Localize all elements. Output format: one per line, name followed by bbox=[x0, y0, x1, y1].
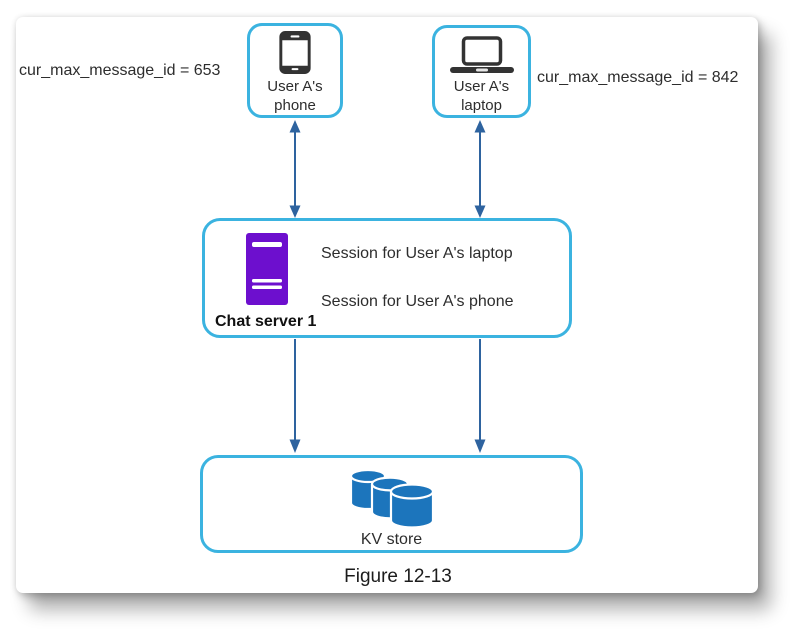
arrow-phone-chat-server bbox=[289, 120, 301, 218]
kv-store-label: KV store bbox=[360, 531, 423, 548]
figure-caption: Figure 12-13 bbox=[344, 566, 452, 587]
arrow-server-kv-right bbox=[474, 339, 486, 453]
laptop-max-message-id-annotation: cur_max_message_id = 842 bbox=[537, 69, 739, 86]
laptop-node-label: User A's laptop bbox=[453, 78, 510, 114]
phone-node-label: User A's phone bbox=[267, 78, 323, 114]
node-user-a-phone: User A's phone bbox=[247, 23, 343, 118]
session-label-phone: Session for User A's phone bbox=[321, 293, 514, 310]
arrow-laptop-chat-server bbox=[474, 120, 486, 218]
chat-server-title: Chat server 1 bbox=[215, 313, 317, 330]
node-user-a-laptop: User A's laptop bbox=[432, 25, 531, 118]
smartphone-icon bbox=[279, 31, 311, 74]
node-chat-server-1: Session for User A's laptop Session for … bbox=[202, 218, 572, 338]
arrow-server-kv-left bbox=[289, 339, 301, 453]
phone-max-message-id-annotation: cur_max_message_id = 653 bbox=[19, 62, 221, 79]
node-kv-store: KV store bbox=[200, 455, 583, 553]
laptop-icon bbox=[449, 36, 514, 73]
diagram-page: cur_max_message_id = 653 cur_max_message… bbox=[16, 17, 758, 593]
server-icon bbox=[246, 233, 288, 305]
session-label-laptop: Session for User A's laptop bbox=[321, 245, 513, 262]
database-icon bbox=[349, 469, 434, 529]
